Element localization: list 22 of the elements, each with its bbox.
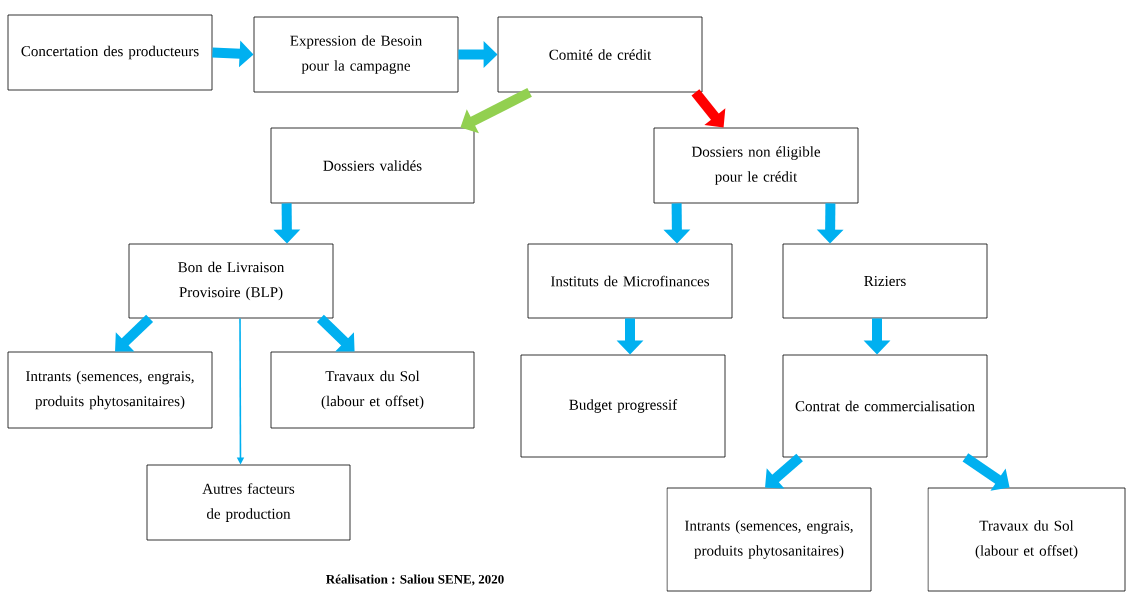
arrow xyxy=(765,453,803,489)
process-box: Riziers xyxy=(782,243,988,319)
arrow xyxy=(460,87,532,134)
process-box: Intrants (semences, engrais, produits phytosanitaires) xyxy=(666,487,872,592)
process-box: Expression de Besoin pour la campagne xyxy=(253,16,459,93)
process-box: Contrat de commercialisation xyxy=(782,354,988,458)
process-box: Autres facteurs de production xyxy=(146,464,351,541)
arrow xyxy=(316,314,355,352)
arrow xyxy=(962,453,1010,491)
process-box: Instituts de Microfinances xyxy=(527,243,733,319)
arrow xyxy=(115,314,154,352)
process-box: Comité de crédit xyxy=(497,16,703,93)
process-box: Travaux du Sol (labour et offset) xyxy=(927,487,1126,592)
process-box: Intrants (semences, engrais, produits phytosanitaires) xyxy=(7,351,213,429)
process-box: Budget progressif xyxy=(520,354,726,458)
process-box: Bon de Livraison Provisoire (BLP) xyxy=(128,243,334,319)
process-box: Dossiers validés xyxy=(270,127,475,204)
process-box: Dossiers non éligible pour le crédit xyxy=(653,127,859,204)
process-box: Travaux du Sol (labour et offset) xyxy=(270,351,475,429)
caption: Réalisation : Saliou SENE, 2020 xyxy=(326,574,504,586)
process-box: Concertation des producteurs xyxy=(7,14,213,91)
arrow xyxy=(691,89,726,128)
